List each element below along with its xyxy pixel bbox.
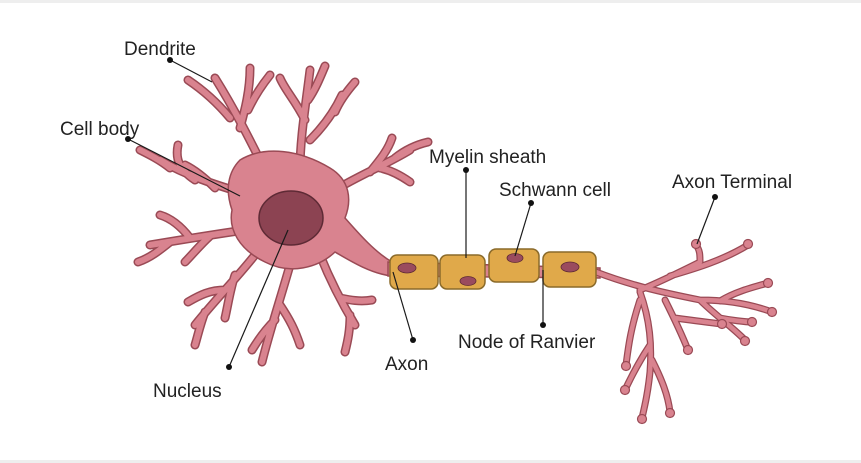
schwann-nucleus (506, 253, 524, 263)
neuron (133, 61, 778, 425)
label-node-of-ranvier: Node of Ranvier (458, 332, 596, 353)
terminal-bulb (739, 335, 751, 347)
myelin-sheaths (389, 248, 597, 290)
schwann-nucleus (397, 262, 417, 274)
terminal-bulbs (619, 238, 778, 425)
schwann-nucleus (459, 276, 477, 286)
label-axon: Axon (385, 354, 428, 375)
terminal-bulb (742, 238, 754, 250)
myelin-segment (488, 248, 540, 283)
label-cell-body: Cell body (60, 119, 140, 140)
terminal-bulb (690, 238, 702, 250)
terminal-bulb (762, 277, 774, 289)
label-dendrite: Dendrite (124, 39, 196, 60)
label-nucleus: Nucleus (153, 381, 222, 402)
terminal-bulb (664, 407, 676, 419)
terminal-bulb (746, 316, 758, 328)
terminal-bulb (682, 344, 694, 356)
labels: Dendrite Cell body Myelin sheath Schwann… (60, 39, 792, 402)
label-axon-terminal: Axon Terminal (672, 172, 792, 193)
terminal-bulb (766, 306, 778, 318)
leader-lines (125, 57, 718, 370)
label-myelin-sheath: Myelin sheath (429, 147, 546, 168)
myelin-segment (389, 254, 439, 290)
schwann-nucleus (560, 261, 580, 273)
terminal-bulb (716, 318, 728, 330)
label-schwann-cell: Schwann cell (499, 180, 611, 201)
terminal-bulb (636, 413, 648, 425)
terminal-bulb (619, 384, 631, 396)
nucleus-shape (258, 190, 324, 246)
terminal-bulb (620, 360, 632, 372)
